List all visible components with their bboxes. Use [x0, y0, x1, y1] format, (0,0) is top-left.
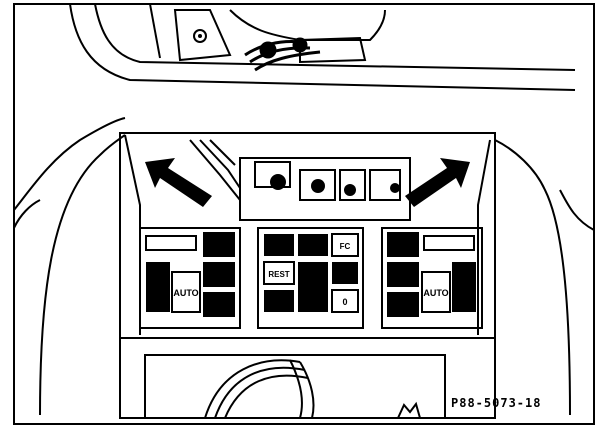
bolt-center [198, 34, 202, 38]
zero-label: 0 [342, 297, 347, 307]
right-seat-button [387, 232, 419, 257]
rear-defrost-button [264, 290, 294, 312]
left-seat-button [203, 262, 235, 287]
connector-plug [344, 184, 356, 196]
overhead-console-outline [13, 3, 595, 231]
removal-arrows [145, 158, 470, 207]
connector-plug [390, 183, 400, 193]
bolt-icon [193, 29, 207, 43]
right-display [423, 235, 475, 251]
right-seat-button [387, 292, 419, 317]
left-seat-button [203, 232, 235, 257]
connector-plug [270, 174, 286, 190]
fc-button [331, 233, 359, 257]
left-auto-label: AUTO [173, 288, 198, 298]
left-temp-wheel [146, 262, 170, 312]
console-housing [39, 132, 571, 419]
off-button [331, 289, 359, 313]
rest-label: REST [268, 270, 289, 279]
recirc-button [332, 262, 358, 284]
left-seat-button [203, 292, 235, 317]
right-temp-wheel [452, 262, 476, 312]
right-auto-label: AUTO [423, 288, 448, 298]
center-slider [298, 262, 328, 312]
arrow-left-icon [145, 158, 212, 207]
connector-plug [311, 179, 325, 193]
figure-reference-code: P88-5073-18 [451, 396, 542, 410]
rest-button [263, 261, 295, 285]
right-climate-panel: AUTO [381, 227, 483, 329]
center-climate-panel: FC REST 0 [257, 227, 364, 329]
right-auto-button [421, 271, 451, 313]
left-climate-panel: AUTO [139, 227, 241, 329]
defrost-button [264, 234, 294, 256]
clip-icon [397, 401, 421, 419]
fc-label: FC [340, 242, 351, 251]
wiring-harness-bottom [204, 359, 315, 419]
right-seat-button [387, 262, 419, 287]
wiring-harness-top [244, 37, 321, 72]
connector-module [189, 139, 411, 221]
left-display [145, 235, 197, 251]
diagram-border [13, 3, 595, 425]
left-auto-button [171, 271, 201, 313]
arrow-right-icon [405, 158, 470, 207]
fan-button [298, 234, 328, 256]
